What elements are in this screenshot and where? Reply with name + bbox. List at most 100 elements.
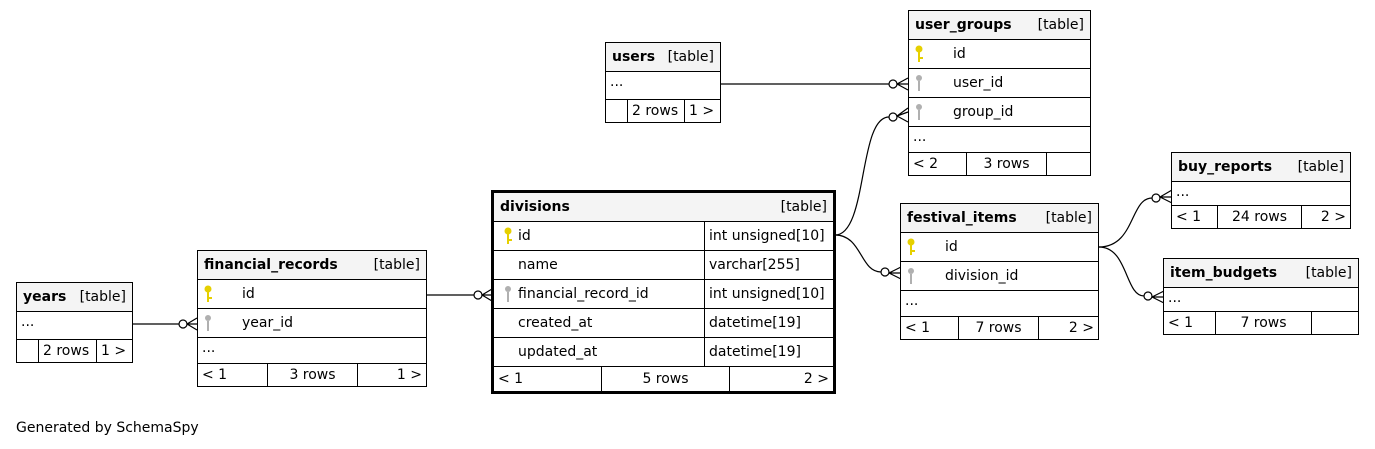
collapsed-columns: ... <box>909 127 1090 153</box>
table-header: years [table] <box>17 283 132 312</box>
column-type: int unsigned[10] <box>704 222 833 250</box>
column-name: created_at <box>518 315 593 331</box>
footer-parents: < 1 <box>494 367 602 391</box>
column-type: datetime[19] <box>704 309 833 337</box>
collapsed-columns: ... <box>17 312 132 340</box>
edge-festival-items-item-budgets <box>1098 246 1165 304</box>
table-footer: 2 rows 1 > <box>17 340 132 362</box>
column-type: int unsigned[10] <box>704 280 833 308</box>
foreign-key-icon <box>909 74 929 92</box>
column-row: id int unsigned[10] <box>494 222 833 251</box>
table-user-groups[interactable]: user_groups [table] id user_id group_id … <box>908 10 1091 176</box>
table-footer: < 1 7 rows <box>1164 312 1358 334</box>
column-name: id <box>945 239 958 255</box>
table-name: user_groups <box>915 17 1012 33</box>
column-row: user_id <box>909 69 1090 98</box>
column-name: year_id <box>242 315 294 331</box>
primary-key-icon <box>198 285 218 303</box>
footer-parents: < 1 <box>1172 206 1218 228</box>
table-tag: [table] <box>79 289 126 305</box>
footer-row-count: 24 rows <box>1218 206 1302 228</box>
foreign-key-icon <box>901 267 921 285</box>
table-tag: [table] <box>1037 17 1084 33</box>
table-tag: [table] <box>1045 210 1092 226</box>
collapsed-columns: ... <box>1172 182 1350 206</box>
column-row: updated_at datetime[19] <box>494 338 833 367</box>
table-users[interactable]: users [table] ... 2 rows 1 > <box>605 42 721 123</box>
column-name: group_id <box>953 104 1014 120</box>
column-row: division_id <box>901 262 1098 291</box>
table-footer: 2 rows 1 > <box>606 100 720 122</box>
column-row: id <box>198 280 426 309</box>
footer-children: 1 > <box>689 103 715 119</box>
edge-festival-items-buy-reports <box>1098 189 1173 248</box>
table-name: users <box>612 49 656 65</box>
table-divisions[interactable]: divisions [table] id int unsigned[10] na… <box>491 190 836 394</box>
column-name: id <box>953 46 966 62</box>
footer-parents <box>17 340 39 362</box>
table-name: buy_reports <box>1178 159 1273 175</box>
footer-row-count: 3 rows <box>268 364 358 386</box>
table-buy-reports[interactable]: buy_reports [table] ... < 1 24 rows 2 > <box>1171 152 1351 229</box>
table-header: festival_items [table] <box>901 204 1098 233</box>
footer-parents: < 2 <box>909 153 967 175</box>
column-name: financial_record_id <box>518 286 649 302</box>
collapsed-columns: ... <box>606 72 720 100</box>
footer-parents <box>606 100 628 122</box>
column-row: financial_record_id int unsigned[10] <box>494 280 833 309</box>
collapsed-columns: ... <box>198 338 426 364</box>
footer-row-count: 2 rows <box>628 100 685 122</box>
collapsed-columns: ... <box>901 291 1098 317</box>
footer-children: 2 > <box>1320 209 1346 225</box>
footer-children <box>1047 153 1090 175</box>
footer-children: 1 > <box>396 367 422 383</box>
column-row: year_id <box>198 309 426 338</box>
footer-parents: < 1 <box>1164 312 1216 334</box>
table-festival-items[interactable]: festival_items [table] id division_id ..… <box>900 203 1099 340</box>
column-name: division_id <box>945 268 1019 284</box>
column-row: name varchar[255] <box>494 251 833 280</box>
foreign-key-icon <box>909 103 929 121</box>
column-name: id <box>242 286 255 302</box>
primary-key-icon <box>498 227 518 245</box>
column-row: id <box>909 40 1090 69</box>
column-name: id <box>518 228 531 244</box>
table-item-budgets[interactable]: item_budgets [table] ... < 1 7 rows <box>1163 258 1359 335</box>
edge-financial-records-divisions <box>427 288 493 302</box>
table-tag: [table] <box>1297 159 1344 175</box>
column-row: id <box>901 233 1098 262</box>
table-header: user_groups [table] <box>909 11 1090 40</box>
table-footer: < 1 7 rows 2 > <box>901 317 1098 339</box>
generator-caption: Generated by SchemaSpy <box>16 420 199 436</box>
table-tag: [table] <box>1305 265 1352 281</box>
table-years[interactable]: years [table] ... 2 rows 1 > <box>16 282 133 363</box>
collapsed-columns: ... <box>1164 288 1358 312</box>
primary-key-icon <box>901 238 921 256</box>
table-tag: [table] <box>373 257 420 273</box>
footer-row-count: 3 rows <box>967 153 1047 175</box>
footer-row-count: 7 rows <box>1216 312 1312 334</box>
column-name: updated_at <box>518 344 598 360</box>
foreign-key-icon <box>498 285 518 303</box>
edge-divisions-festival-items <box>834 234 902 280</box>
table-header: financial_records [table] <box>198 251 426 280</box>
table-name: festival_items <box>907 210 1017 226</box>
table-footer: < 1 24 rows 2 > <box>1172 206 1350 228</box>
table-header: divisions [table] <box>494 193 833 222</box>
table-header: users [table] <box>606 43 720 72</box>
table-footer: < 1 3 rows 1 > <box>198 364 426 386</box>
footer-children: 2 > <box>803 371 829 387</box>
footer-row-count: 7 rows <box>959 317 1039 339</box>
foreign-key-icon <box>198 314 218 332</box>
column-type: varchar[255] <box>704 251 833 279</box>
column-name: user_id <box>953 75 1004 91</box>
footer-children: 2 > <box>1068 320 1094 336</box>
table-header: item_budgets [table] <box>1164 259 1358 288</box>
table-financial-records[interactable]: financial_records [table] id year_id ...… <box>197 250 427 387</box>
primary-key-icon <box>909 45 929 63</box>
footer-row-count: 5 rows <box>602 367 730 391</box>
edge-years-financial-records <box>133 317 198 331</box>
column-name: name <box>518 257 558 273</box>
table-name: years <box>23 289 67 305</box>
